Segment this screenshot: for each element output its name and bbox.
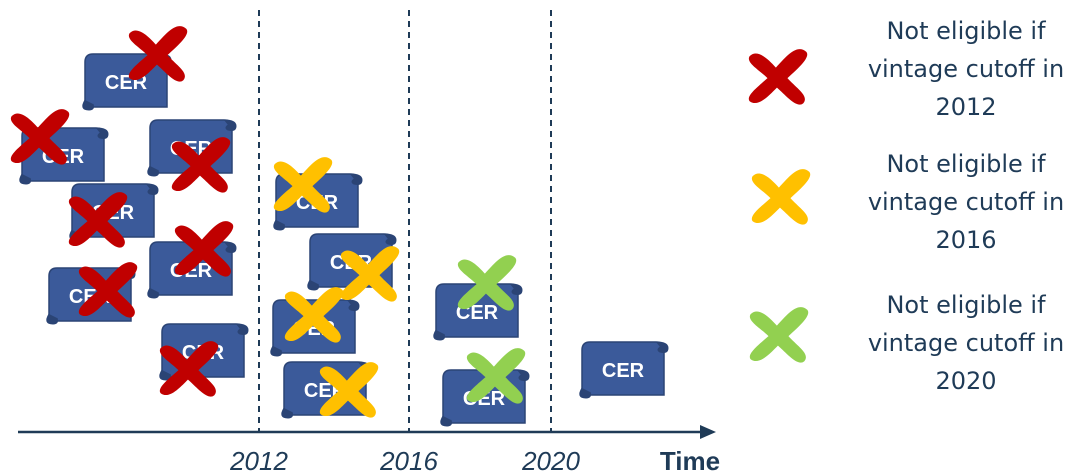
red-cross-icon — [68, 192, 128, 248]
year-label-2020: 2020 — [521, 446, 580, 474]
certificate-group: CERCERCERCERCERCERCERCERCERCERCERCERCERC… — [10, 26, 669, 427]
green-cross-icon — [749, 307, 809, 363]
legend-item-green: Not eligible if vintage cutoff in 2020 — [846, 286, 1086, 400]
legend-icons — [748, 49, 811, 363]
legend-text-line: vintage cutoff in — [867, 329, 1065, 357]
time-axis-arrowhead — [700, 425, 716, 439]
red-cross-icon — [748, 49, 808, 105]
year-label-2012: 2012 — [229, 446, 288, 474]
red-cross-icon — [171, 137, 231, 193]
legend-text-line: Not eligible if — [886, 291, 1046, 319]
yellow-cross-icon — [273, 157, 333, 213]
cer-certificate: CER — [579, 341, 669, 399]
time-axis: 2012 2016 2020 Time — [18, 425, 720, 474]
legend-text-line: 2020 — [935, 367, 997, 395]
legend-text-line: Not eligible if — [886, 150, 1046, 178]
yellow-cross-icon — [340, 246, 400, 302]
red-cross-icon — [174, 221, 234, 277]
green-cross-icon — [466, 348, 526, 404]
divider-lines — [258, 10, 552, 432]
year-label-2016: 2016 — [379, 446, 438, 474]
yellow-cross-icon — [284, 287, 344, 343]
green-cross-icon — [457, 255, 517, 311]
cer-label: CER — [602, 360, 645, 382]
legend-item-yellow: Not eligible if vintage cutoff in 2016 — [846, 145, 1086, 259]
red-cross-icon — [78, 262, 138, 318]
red-cross-icon — [159, 341, 219, 397]
legend-item-red: Not eligible if vintage cutoff in 2012 — [846, 12, 1086, 126]
time-axis-title: Time — [660, 446, 720, 474]
legend-text-line: vintage cutoff in — [867, 188, 1065, 216]
legend-text-line: 2016 — [935, 226, 997, 254]
legend-text-line: Not eligible if — [886, 17, 1046, 45]
legend-text-line: 2012 — [935, 93, 997, 121]
red-cross-icon — [128, 26, 188, 82]
legend-text-line: vintage cutoff in — [867, 55, 1065, 83]
yellow-cross-icon — [319, 362, 379, 418]
red-cross-icon — [10, 109, 70, 165]
yellow-cross-icon — [751, 169, 811, 225]
